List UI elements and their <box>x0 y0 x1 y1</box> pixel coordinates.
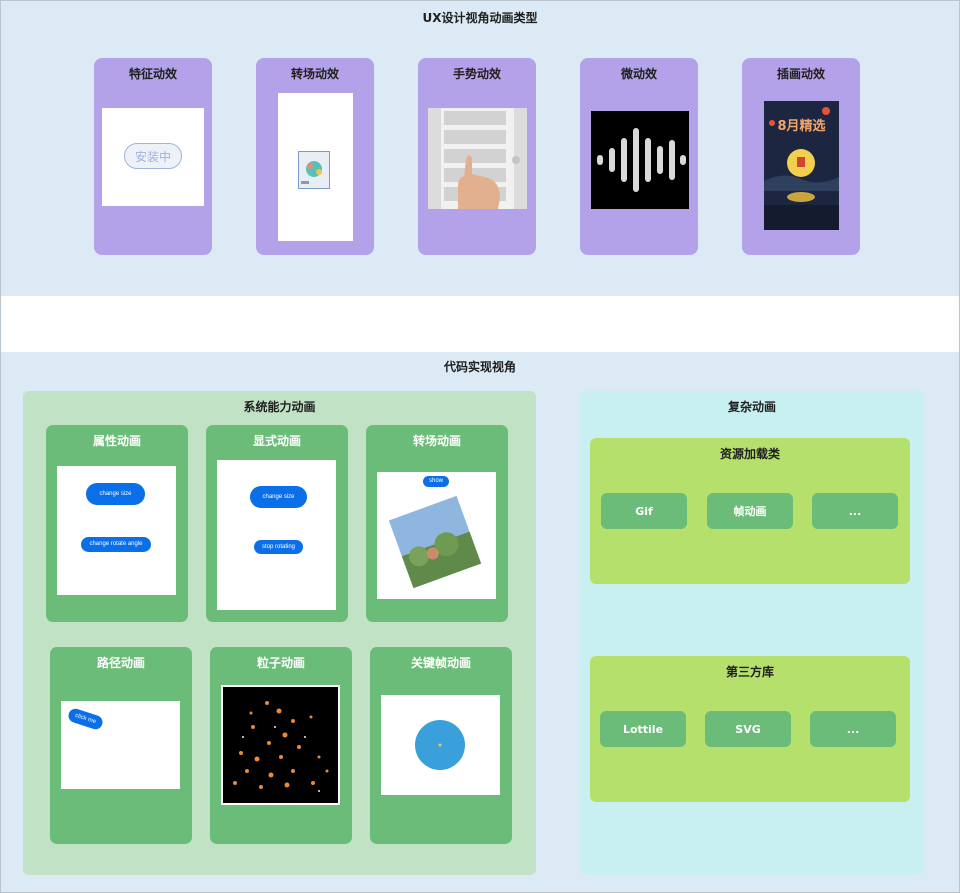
transition-demo-screen: show <box>377 472 496 599</box>
card-particle-animation: 粒子动画 <box>210 647 352 844</box>
chip-svg: SVG <box>705 711 791 747</box>
card-label: 转场动画 <box>412 434 461 448</box>
code-section-title: 代码实现视角 <box>443 360 516 374</box>
ux-section: UX设计视角动画类型 特征动效 安装中 转场动效 手势动效 <box>1 1 959 296</box>
ux-card-illustration: 插画动效 8月精选 <box>742 58 860 255</box>
system-panel-title: 系统能力动画 <box>243 400 316 414</box>
keyframe-demo-screen <box>381 695 500 795</box>
chip-more: ... <box>810 711 896 747</box>
chip-more: ... <box>812 493 898 529</box>
card-label: 显式动画 <box>252 434 301 448</box>
micro-demo-screen <box>591 111 689 209</box>
chip-gif: Gif <box>601 493 687 529</box>
ux-card-transition: 转场动效 <box>256 58 374 255</box>
mini-card-thumbnail <box>298 151 330 189</box>
blue-circle-shape <box>415 720 465 770</box>
ux-card-label: 插画动效 <box>776 67 825 81</box>
group-title: 第三方库 <box>725 665 774 679</box>
poster-title: 8月精选 <box>777 119 826 134</box>
card-label: 路径动画 <box>96 656 145 670</box>
card-label: 关键帧动画 <box>410 656 471 670</box>
photo-image <box>388 495 482 589</box>
show-button[interactable]: show <box>423 476 449 487</box>
system-animation-panel: 系统能力动画 属性动画 change size change rotate an… <box>23 391 536 875</box>
ux-card-label: 手势动效 <box>452 67 501 81</box>
card-keyframe-animation: 关键帧动画 <box>370 647 512 844</box>
change-rotate-angle-button[interactable]: change rotate angle <box>81 537 151 552</box>
group-title: 资源加载类 <box>719 447 780 461</box>
explicit-demo-screen: change size stop rotating <box>217 460 336 610</box>
card-transition-animation: 转场动画 show <box>366 425 508 622</box>
transition-demo-screen <box>278 93 353 241</box>
group-third-party: 第三方库 Lottile SVG ... <box>590 656 910 802</box>
particles-illustration <box>223 687 338 803</box>
card-property-animation: 属性动画 change size change rotate angle <box>46 425 188 622</box>
installing-button[interactable]: 安装中 <box>124 143 182 169</box>
property-demo-screen: change size change rotate angle <box>57 466 176 595</box>
ux-card-micro: 微动效 <box>580 58 698 255</box>
chip-frame-animation: 帧动画 <box>707 493 793 529</box>
feature-demo-screen: 安装中 <box>102 108 204 206</box>
ux-card-feature: 特征动效 安装中 <box>94 58 212 255</box>
ux-card-gesture: 手势动效 <box>418 58 536 255</box>
path-demo-screen: click me <box>61 701 180 789</box>
chip-lottile: Lottile <box>600 711 686 747</box>
particle-demo-screen <box>221 685 340 805</box>
ux-card-label: 微动效 <box>620 67 657 81</box>
illustration-demo-screen: 8月精选 <box>764 101 839 230</box>
card-path-animation: 路径动画 click me <box>50 647 192 844</box>
hand-swipe-icon <box>428 108 527 209</box>
group-resource-loading: 资源加载类 Gif 帧动画 ... <box>590 438 910 584</box>
sound-wave-icon <box>597 128 686 192</box>
gesture-demo-screen <box>428 108 527 209</box>
card-label: 粒子动画 <box>256 656 305 670</box>
ux-section-title: UX设计视角动画类型 <box>422 11 538 25</box>
ux-card-label: 特征动效 <box>128 67 177 81</box>
change-size-button[interactable]: change size <box>250 486 307 508</box>
ux-card-label: 转场动效 <box>290 67 339 81</box>
card-label: 属性动画 <box>92 434 141 448</box>
change-size-button[interactable]: change size <box>86 483 145 505</box>
moon-lantern-illustration <box>764 107 839 230</box>
complex-animation-panel: 复杂动画 资源加载类 Gif 帧动画 ... 第三方库 Lottile SVG … <box>580 391 924 875</box>
stop-rotating-button[interactable]: stop rotating <box>254 540 303 554</box>
card-explicit-animation: 显式动画 change size stop rotating <box>206 425 348 622</box>
click-me-button[interactable]: click me <box>66 706 105 732</box>
complex-panel-title: 复杂动画 <box>727 400 776 414</box>
